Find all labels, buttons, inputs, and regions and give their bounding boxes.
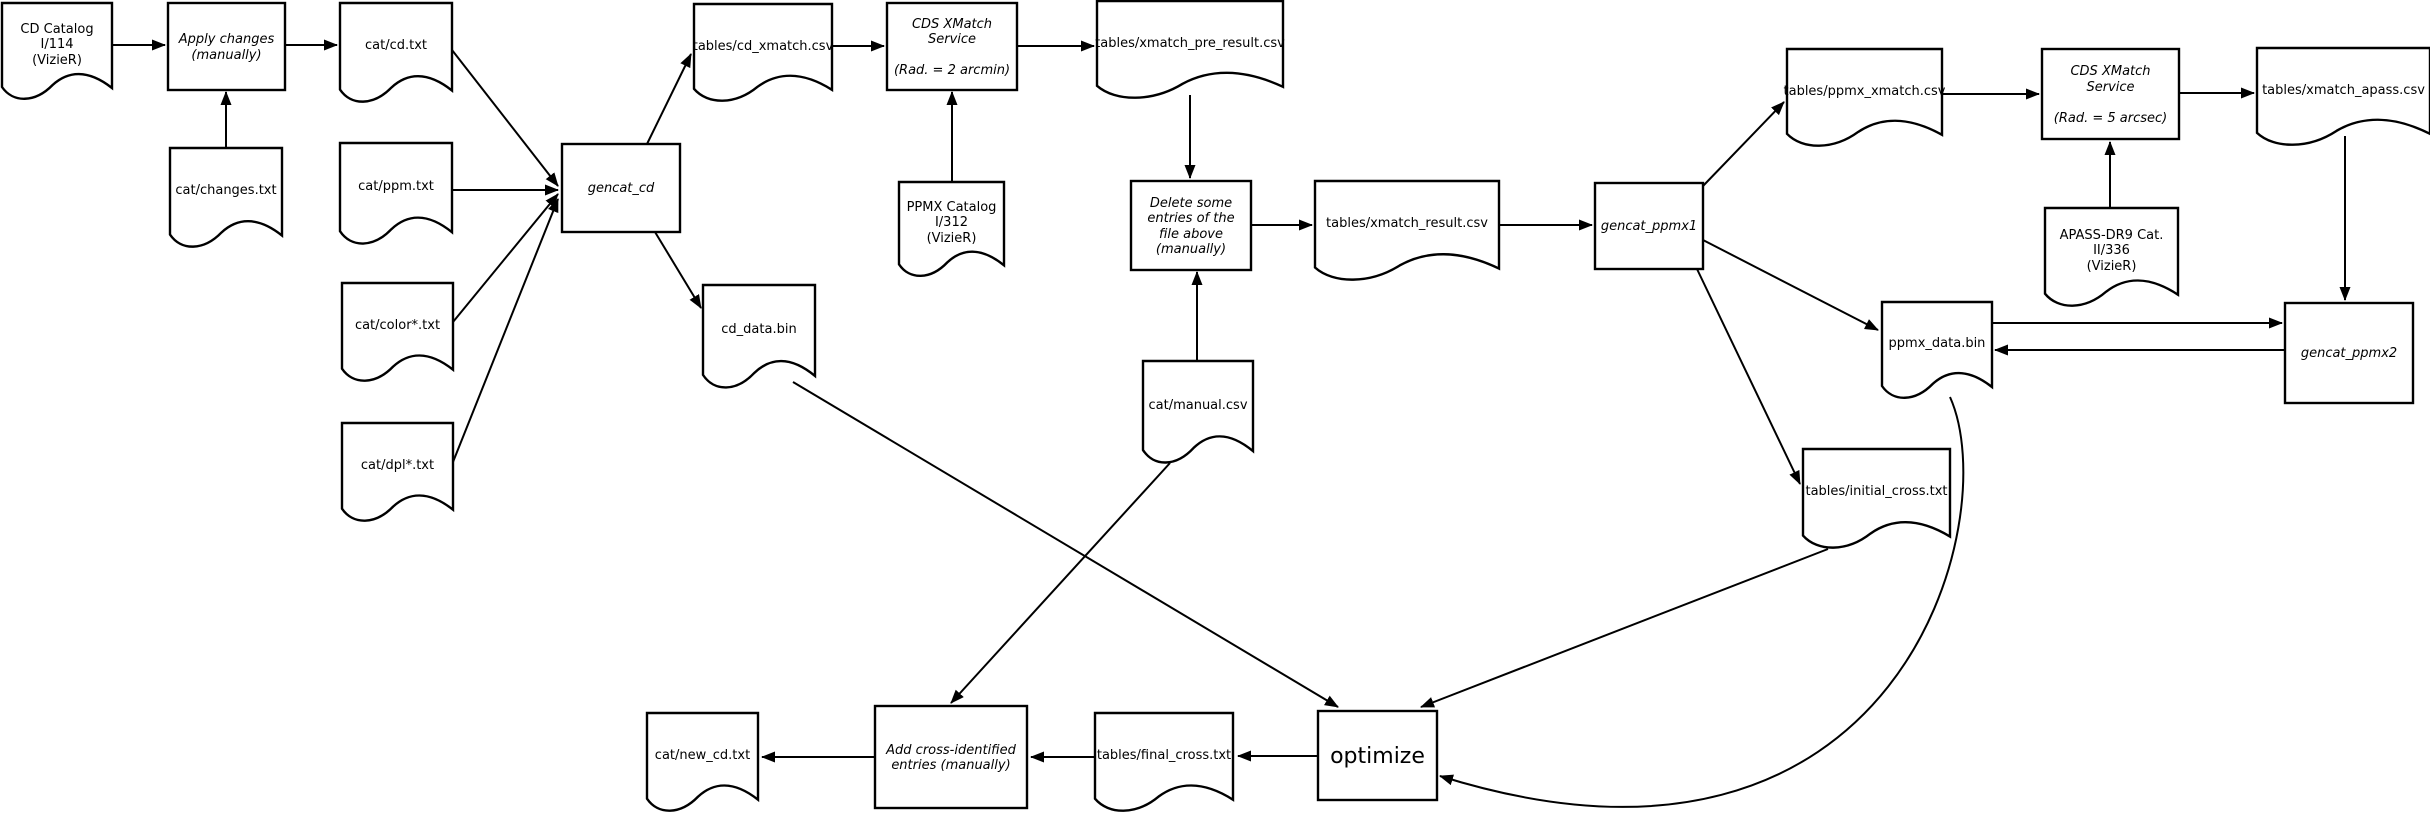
node-doc-cat-dpl-document-shape (340, 421, 455, 522)
node-doc-apass-document-shape (2043, 206, 2180, 307)
node-proc-cds-xmatch-1-process-box (885, 1, 1019, 92)
node-doc-tables-xmatch-pre-document-shape (1095, 0, 1285, 99)
node-proc-gencat-ppmx1-process-box (1593, 181, 1705, 271)
edge-proc-gencat-cd-to-doc-cd-data-bin (654, 231, 702, 309)
node-doc-cat-new-cd-document-shape (645, 711, 760, 812)
node-doc-tables-xmatch-result-document-shape (1313, 179, 1501, 281)
node-doc-cd-catalog-document-shape (0, 1, 114, 100)
node-proc-delete-entries-process-box (1129, 179, 1253, 272)
node-doc-cat-changes-document-shape (168, 146, 284, 248)
node-doc-final-cross-document-shape (1093, 711, 1235, 812)
edge-proc-gencat-ppmx1-to-doc-initial-cross (1696, 268, 1801, 485)
node-doc-tables-ppmx-xmatch-document-shape (1785, 47, 1944, 147)
node-proc-gencat-ppmx2-process-box (2283, 301, 2415, 405)
edge-doc-cat-cd-to-proc-gencat-cd (451, 49, 559, 187)
edge-proc-gencat-cd-to-doc-tables-cd-xmatch (646, 53, 692, 145)
node-doc-cat-ppm-document-shape (338, 141, 454, 245)
edge-doc-initial-cross-to-proc-optimize (1420, 548, 1829, 708)
node-doc-cat-cd-document-shape (338, 1, 454, 103)
node-doc-ppmx-catalog-document-shape (897, 180, 1006, 277)
node-proc-add-cross-process-box (873, 704, 1029, 810)
edge-doc-cat-color-to-proc-gencat-cd (452, 193, 559, 323)
node-doc-cat-manual-document-shape (1141, 359, 1255, 464)
node-proc-apply-changes-process-box (166, 1, 287, 92)
edge-doc-ppmx-data-bin-to-proc-optimize (1439, 396, 1965, 808)
node-doc-ppmx-data-bin-document-shape (1880, 300, 1994, 399)
node-proc-optimize-process-box (1316, 709, 1439, 802)
node-doc-cd-data-bin-document-shape (701, 283, 817, 389)
node-doc-initial-cross-document-shape (1801, 447, 1952, 549)
node-proc-cds-xmatch-2-process-box (2040, 47, 2181, 141)
edge-doc-cd-data-bin-to-proc-optimize (792, 381, 1339, 708)
node-doc-tables-cd-xmatch-document-shape (692, 2, 834, 102)
node-doc-cat-color-document-shape (340, 281, 455, 382)
edge-doc-cat-manual-to-proc-add-cross (950, 462, 1171, 704)
edge-doc-cat-dpl-to-proc-gencat-cd (452, 198, 559, 463)
node-doc-tables-xmatch-apass-document-shape (2255, 46, 2430, 146)
edge-proc-gencat-ppmx1-to-doc-ppmx-data-bin (1702, 239, 1879, 331)
edge-proc-gencat-ppmx1-to-doc-tables-ppmx-xmatch (1702, 101, 1785, 187)
node-proc-gencat-cd-process-box (560, 142, 682, 234)
